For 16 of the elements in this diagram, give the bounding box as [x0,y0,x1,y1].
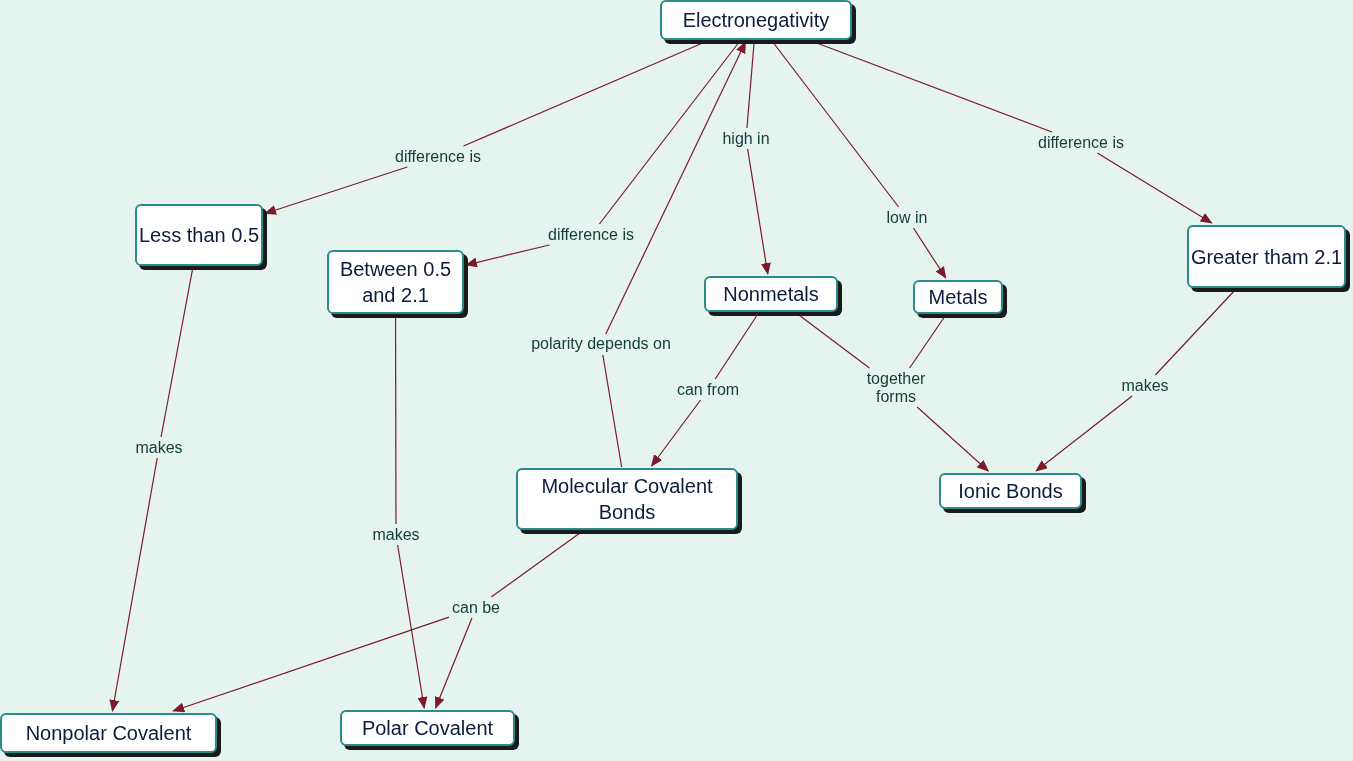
arrow [650,399,702,467]
arrow [434,617,473,709]
arrow [172,616,450,713]
arrow [916,406,989,472]
arrow [109,457,158,712]
arrow [465,244,550,268]
arrow [605,41,747,335]
arrow [747,148,771,275]
arrow [1035,395,1133,472]
arrow [397,544,428,709]
arrow [1096,152,1213,224]
linking-phrase: polarity depends on [529,335,673,353]
arrow [264,166,408,215]
linking-phrase: high in [720,130,772,148]
arrow [912,227,947,279]
connector-line [602,354,623,468]
